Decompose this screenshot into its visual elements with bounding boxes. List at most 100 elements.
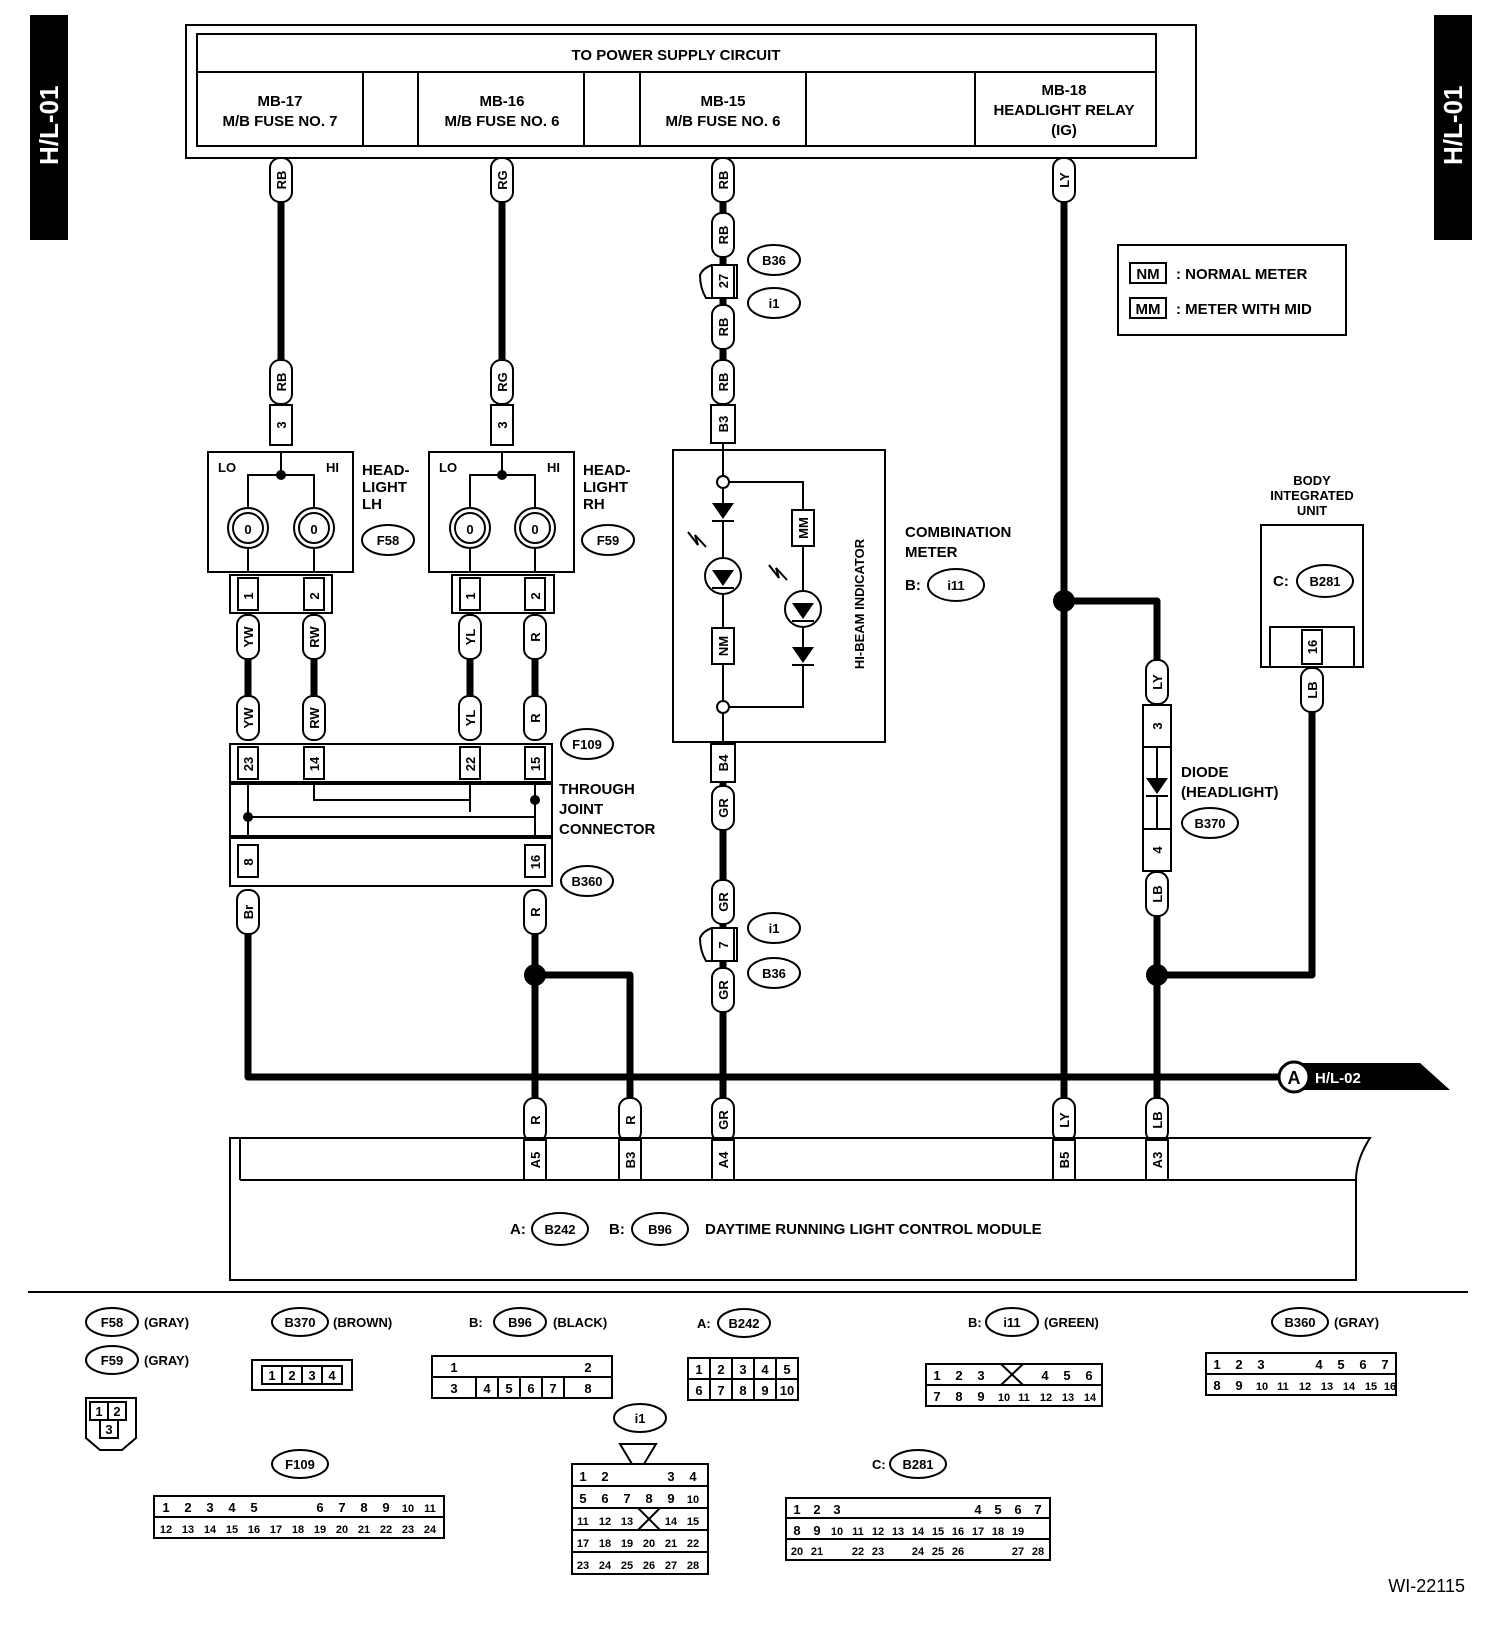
- svg-text:YL: YL: [463, 629, 478, 646]
- svg-text:R: R: [623, 1115, 638, 1125]
- svg-text:7: 7: [1034, 1502, 1041, 1517]
- svg-text:R: R: [528, 907, 543, 917]
- wire-label: LB: [1145, 1097, 1169, 1143]
- svg-text:2: 2: [955, 1368, 962, 1383]
- svg-text:4: 4: [1315, 1357, 1323, 1372]
- connector-b36-i1-top: 27 B36 i1: [698, 244, 801, 319]
- connector-view-b96: B: B96 (BLACK) 1 2 3 4 5 6 7 8: [431, 1307, 613, 1399]
- svg-text:B36: B36: [762, 966, 786, 981]
- wire-label: LY: [1052, 157, 1076, 203]
- svg-text:2: 2: [528, 592, 543, 599]
- svg-text:RB: RB: [716, 226, 731, 245]
- svg-text:6: 6: [527, 1381, 534, 1396]
- svg-text:A4: A4: [716, 1151, 731, 1168]
- svg-text:13: 13: [892, 1526, 904, 1538]
- svg-text:RB: RB: [274, 373, 289, 392]
- svg-text:3: 3: [977, 1368, 984, 1383]
- svg-text:RG: RG: [495, 372, 510, 392]
- svg-text:HI: HI: [547, 460, 560, 475]
- svg-text:(BLACK): (BLACK): [553, 1315, 607, 1330]
- svg-text:1: 1: [268, 1368, 275, 1383]
- svg-text:i1: i1: [769, 921, 780, 936]
- svg-text:DIODE: DIODE: [1181, 764, 1229, 781]
- fuse-name: M/B FUSE NO. 6: [444, 113, 559, 130]
- svg-text:8: 8: [241, 858, 256, 865]
- svg-text:2: 2: [113, 1404, 120, 1419]
- svg-text:2: 2: [601, 1469, 608, 1484]
- svg-text:3: 3: [1257, 1357, 1264, 1372]
- wire-label: RG: [490, 157, 514, 203]
- svg-text:B370: B370: [1194, 816, 1225, 831]
- headlight-pin-tabs: 3 3: [269, 404, 514, 446]
- svg-text:B370: B370: [284, 1315, 315, 1330]
- svg-text:R: R: [528, 632, 543, 642]
- svg-text:B3: B3: [716, 416, 731, 433]
- svg-text:H/L-02: H/L-02: [1315, 1070, 1361, 1087]
- svg-text:3: 3: [308, 1368, 315, 1383]
- svg-text:: NORMAL METER: : NORMAL METER: [1176, 266, 1308, 283]
- svg-text:23: 23: [577, 1560, 589, 1572]
- headlight-lh: LO HI 0 0 1 2 HEAD- LIGHT LH F58: [207, 451, 415, 614]
- svg-text:22: 22: [852, 1546, 864, 1558]
- svg-text:10: 10: [1256, 1381, 1268, 1393]
- svg-text:3: 3: [274, 421, 289, 428]
- svg-text:F109: F109: [285, 1457, 315, 1472]
- svg-text:10: 10: [402, 1503, 414, 1515]
- svg-text:1: 1: [579, 1469, 586, 1484]
- wire-label: YL: [458, 614, 482, 660]
- fuse-name: HEADLIGHT RELAY: [993, 102, 1134, 119]
- svg-text:22: 22: [463, 757, 478, 771]
- svg-text:20: 20: [791, 1546, 803, 1558]
- svg-text:B96: B96: [508, 1315, 532, 1330]
- wire-label: GR: [711, 785, 735, 831]
- svg-text:B3: B3: [623, 1152, 638, 1169]
- svg-text:11: 11: [577, 1516, 589, 1528]
- svg-text:28: 28: [687, 1560, 699, 1572]
- fuse-id: MB-18: [1041, 82, 1086, 99]
- svg-text:26: 26: [643, 1560, 655, 1572]
- svg-text:B96: B96: [648, 1222, 672, 1237]
- svg-text:6: 6: [316, 1500, 323, 1515]
- svg-text:LH: LH: [362, 496, 382, 513]
- svg-text:12: 12: [599, 1516, 611, 1528]
- connector-view-b281: C: B281 1 2 3 4 5 6 7 8 9 10 11 12 13 14…: [785, 1449, 1051, 1561]
- wire-label: RB: [711, 304, 735, 350]
- svg-text:5: 5: [1337, 1357, 1344, 1372]
- svg-text:NM: NM: [1136, 266, 1159, 283]
- wire-label: RW: [302, 695, 326, 741]
- svg-text:RB: RB: [716, 373, 731, 392]
- svg-text:B242: B242: [728, 1316, 759, 1331]
- wire-label: YL: [458, 695, 482, 741]
- wire-label: RB: [269, 157, 293, 203]
- svg-text:6: 6: [1014, 1502, 1021, 1517]
- wire-label: R: [523, 614, 547, 660]
- svg-text:4: 4: [328, 1368, 336, 1383]
- wire-color-labels: RB RG RB LY RB RB RB RB RG YW RW YL R YW…: [236, 157, 1324, 1143]
- svg-text:18: 18: [599, 1538, 611, 1550]
- svg-text:12: 12: [872, 1526, 884, 1538]
- svg-text:9: 9: [667, 1491, 674, 1506]
- svg-text:B242: B242: [544, 1222, 575, 1237]
- svg-text:16: 16: [1384, 1381, 1396, 1393]
- svg-text:2: 2: [184, 1500, 191, 1515]
- svg-text:: METER WITH MID: : METER WITH MID: [1176, 301, 1312, 318]
- svg-text:19: 19: [621, 1538, 633, 1550]
- svg-text:27: 27: [716, 274, 731, 288]
- svg-text:25: 25: [932, 1546, 944, 1558]
- svg-text:4: 4: [974, 1502, 982, 1517]
- svg-text:1: 1: [1213, 1357, 1220, 1372]
- svg-text:R: R: [528, 713, 543, 723]
- svg-text:0: 0: [466, 522, 473, 537]
- svg-text:9: 9: [813, 1523, 820, 1538]
- hi-beam-indicator-label: HI-BEAM INDICATOR: [852, 538, 867, 669]
- svg-text:15: 15: [1365, 1381, 1377, 1393]
- svg-text:i11: i11: [947, 578, 964, 593]
- svg-text:0: 0: [244, 522, 251, 537]
- svg-text:B:: B:: [905, 577, 921, 594]
- svg-text:2: 2: [288, 1368, 295, 1383]
- svg-text:3: 3: [739, 1362, 746, 1377]
- svg-text:4: 4: [228, 1500, 236, 1515]
- svg-text:RG: RG: [495, 170, 510, 190]
- svg-text:9: 9: [977, 1389, 984, 1404]
- svg-text:THROUGH: THROUGH: [559, 781, 635, 798]
